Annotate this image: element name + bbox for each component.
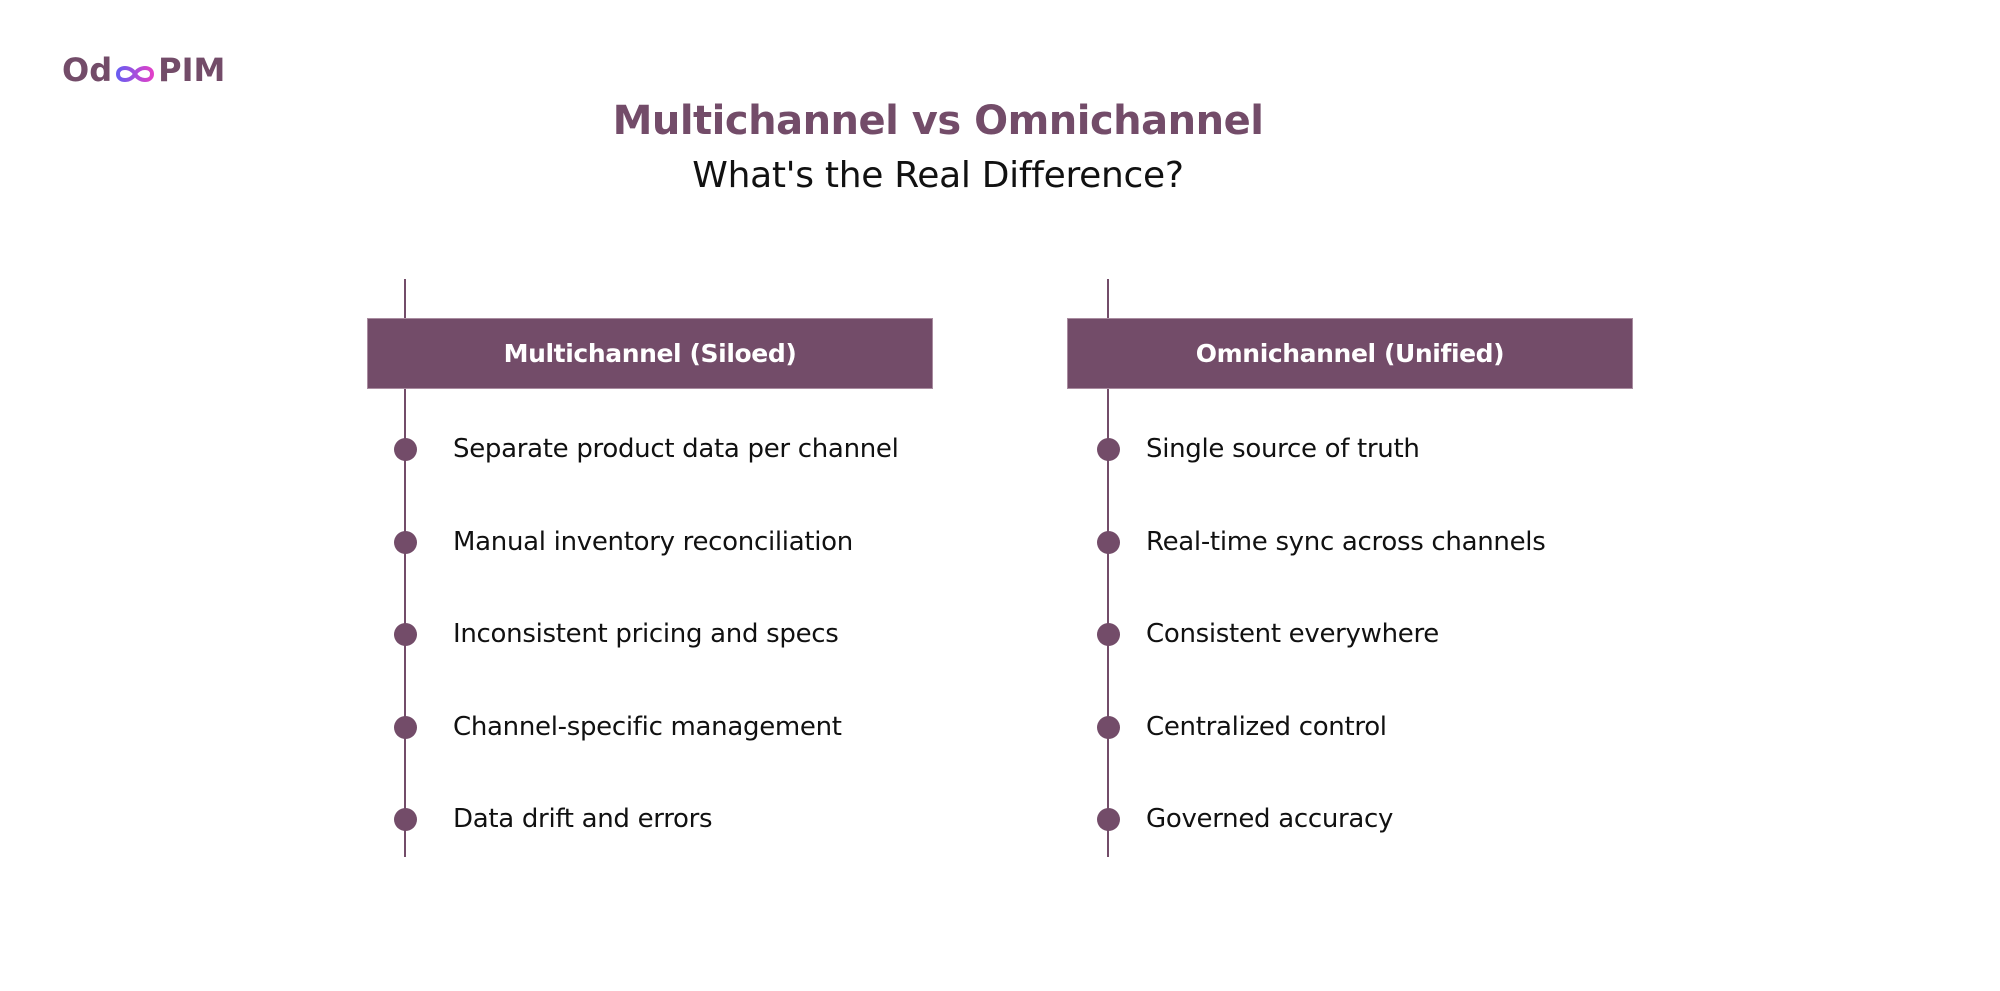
- infinity-icon: [113, 57, 157, 83]
- list-item: Governed accuracy: [1146, 804, 1394, 834]
- list-item: Single source of truth: [1146, 434, 1420, 464]
- bullet-dot-icon: [1097, 716, 1120, 739]
- list-item: Manual inventory reconciliation: [453, 527, 853, 557]
- multichannel-header: Multichannel (Siloed): [367, 318, 933, 389]
- list-item: Separate product data per channel: [453, 434, 899, 464]
- column-heading: Multichannel (Siloed): [503, 339, 797, 368]
- bullet-dot-icon: [394, 808, 417, 831]
- column-heading: Omnichannel (Unified): [1195, 339, 1505, 368]
- list-item: Channel-specific management: [453, 712, 842, 742]
- page-title: Multichannel vs Omnichannel: [612, 98, 1264, 144]
- odoopim-logo: Od PIM: [62, 50, 225, 90]
- omnichannel-header: Omnichannel (Unified): [1067, 318, 1633, 389]
- list-item: Data drift and errors: [453, 804, 713, 834]
- bullet-dot-icon: [1097, 623, 1120, 646]
- bullet-dot-icon: [1097, 531, 1120, 554]
- logo-text-pim: PIM: [158, 51, 226, 89]
- bullet-dot-icon: [1097, 438, 1120, 461]
- timeline-line: [1107, 279, 1109, 857]
- logo-text-od: Od: [62, 51, 113, 89]
- list-item: Inconsistent pricing and specs: [453, 619, 839, 649]
- bullet-dot-icon: [394, 438, 417, 461]
- bullet-dot-icon: [1097, 808, 1120, 831]
- bullet-dot-icon: [394, 623, 417, 646]
- page-subtitle: What's the Real Difference?: [692, 155, 1184, 196]
- bullet-dot-icon: [394, 531, 417, 554]
- bullet-dot-icon: [394, 716, 417, 739]
- list-item: Real-time sync across channels: [1146, 527, 1546, 557]
- timeline-line: [404, 279, 406, 857]
- list-item: Consistent everywhere: [1146, 619, 1439, 649]
- list-item: Centralized control: [1146, 712, 1387, 742]
